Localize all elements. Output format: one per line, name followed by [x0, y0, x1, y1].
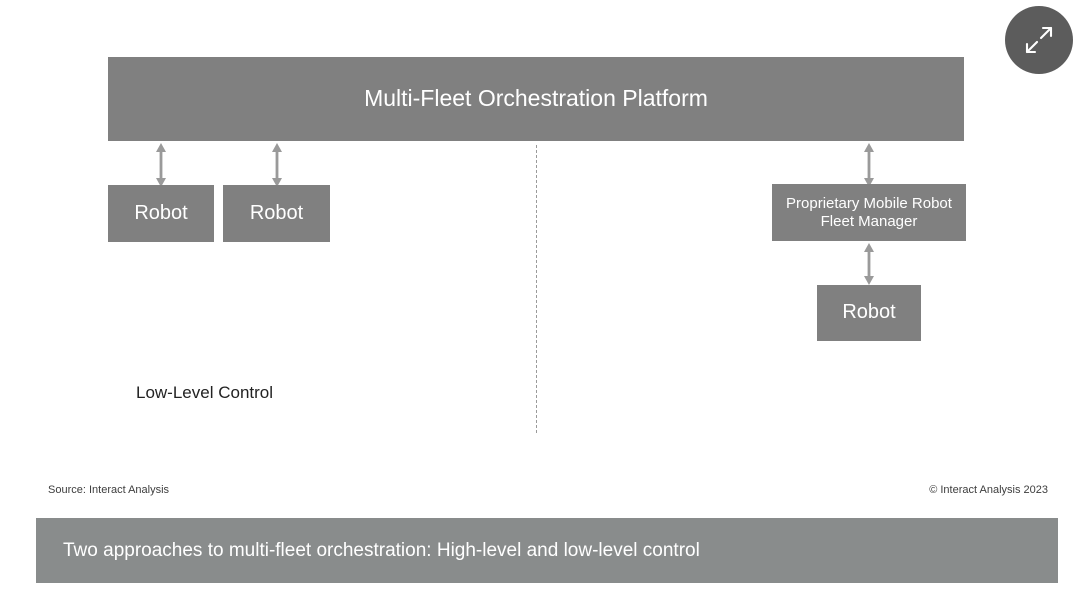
- robot-node: Robot: [817, 285, 921, 341]
- robot-node-label: Robot: [842, 301, 896, 324]
- robot-node-label: Robot: [134, 201, 188, 224]
- robot-node: Robot: [223, 185, 330, 242]
- expand-diagonal-arrows-icon: [1020, 21, 1058, 59]
- fleet-manager-label: Proprietary Mobile Robot Fleet Manager: [786, 194, 952, 230]
- platform-node: Multi-Fleet Orchestration Platform: [108, 57, 964, 141]
- low-level-control-label: Low-Level Control: [136, 383, 274, 402]
- copyright-note: © Interact Analysis 2023: [929, 484, 1048, 496]
- expand-button[interactable]: [1005, 6, 1073, 74]
- double-headed-arrow-icon: [154, 143, 168, 187]
- caption-text: Two approaches to multi-fleet orchestrat…: [63, 539, 700, 561]
- platform-label: Multi-Fleet Orchestration Platform: [364, 85, 708, 112]
- source-note: Source: Interact Analysis: [48, 484, 170, 496]
- vertical-divider: [536, 145, 537, 433]
- caption-bar: Two approaches to multi-fleet orchestrat…: [36, 518, 1058, 583]
- robot-node-label: Robot: [249, 201, 304, 224]
- double-headed-arrow-icon: [270, 143, 284, 187]
- double-headed-arrow-icon: [862, 243, 876, 285]
- robot-node: Robot: [108, 185, 214, 242]
- double-headed-arrow-icon: [862, 143, 876, 187]
- fleet-manager-node: Proprietary Mobile Robot Fleet Manager: [772, 184, 966, 241]
